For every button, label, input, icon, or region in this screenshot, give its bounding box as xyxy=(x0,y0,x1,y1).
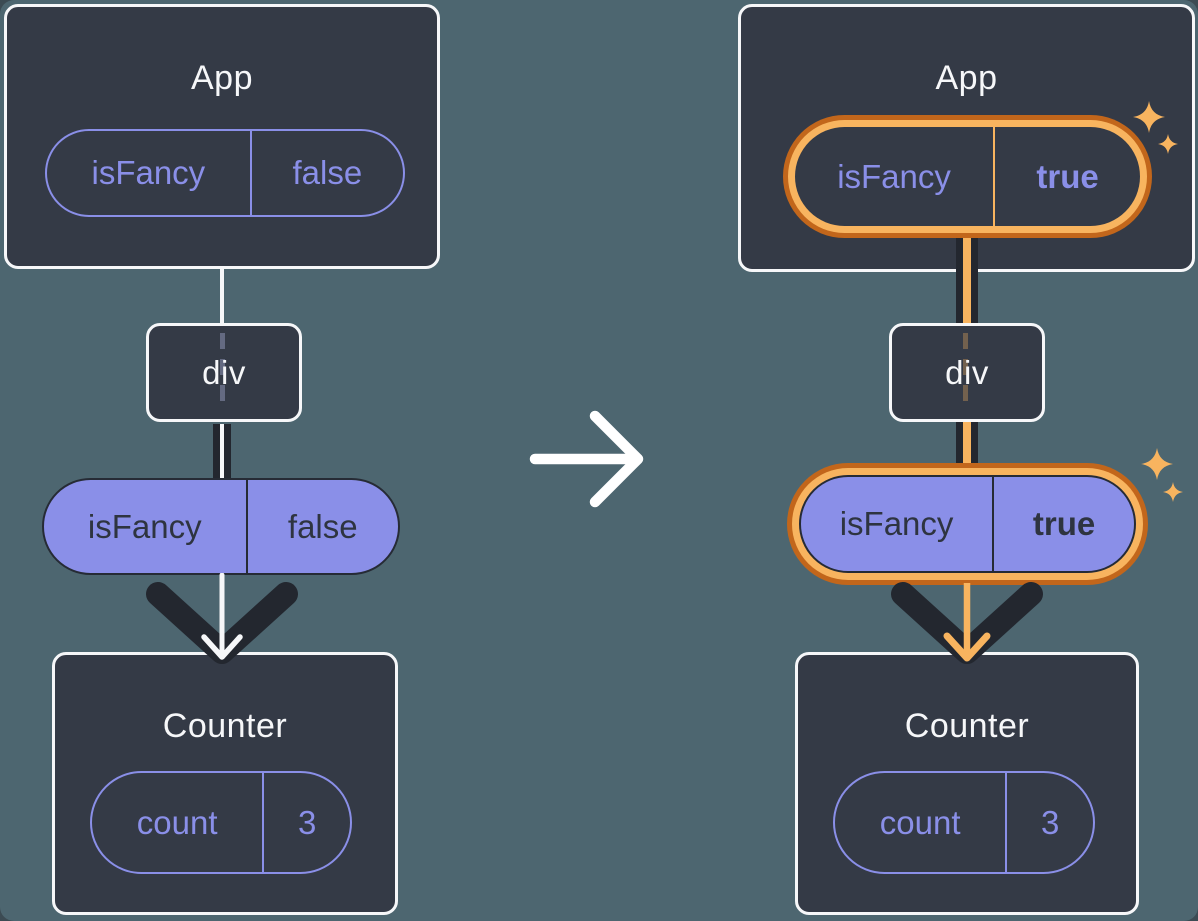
right-div-label: div xyxy=(945,354,989,391)
left-counter-title: Counter xyxy=(162,707,288,745)
right-prop-value: true xyxy=(1032,505,1096,542)
sparkle-icon xyxy=(1158,134,1178,154)
right-app-state-value: true xyxy=(1036,157,1099,195)
left-app-state-value: false xyxy=(292,154,363,191)
left-prop-pill: isFancy false xyxy=(42,478,400,575)
left-counter-state-name: count xyxy=(92,773,265,872)
left-app-state-name: isFancy xyxy=(47,131,252,215)
right-app-state-pill-glow: isFancy true xyxy=(788,120,1147,233)
left-counter-state-pill: count 3 xyxy=(90,771,352,874)
sparkle-icon xyxy=(1141,448,1173,480)
left-prop-arrow-white xyxy=(201,573,243,660)
left-app-state-pill: isFancy false xyxy=(45,129,405,217)
right-app-state-pill: isFancy true xyxy=(795,127,1140,226)
right-prop-pill: isFancy true xyxy=(799,475,1136,573)
left-div-node-box: div xyxy=(146,323,302,422)
left-counter-state-value: 3 xyxy=(297,803,317,841)
left-div-label: div xyxy=(202,354,246,391)
right-counter-title: Counter xyxy=(904,707,1030,745)
right-connector-div-prop-orange xyxy=(963,421,971,481)
right-connector-app-div-orange xyxy=(963,236,971,323)
transition-right-arrow-icon xyxy=(529,410,644,508)
right-counter-state-pill: count 3 xyxy=(833,771,1095,874)
right-prop-pill-highlight: isFancy true xyxy=(787,463,1148,585)
right-div-ghost-line xyxy=(963,333,968,411)
left-prop-value: false xyxy=(287,507,358,545)
right-app-state-pill-highlight: isFancy true xyxy=(783,115,1152,238)
right-counter-state-value: 3 xyxy=(1040,803,1060,841)
right-app-title: App xyxy=(935,59,998,97)
right-prop-arrow-orange xyxy=(943,583,991,662)
right-counter-state-name: count xyxy=(835,773,1008,872)
left-div-ghost-line xyxy=(220,333,225,411)
left-connector-app-div xyxy=(219,266,224,325)
right-prop-name: isFancy xyxy=(801,477,995,571)
right-counter-component-box: Counter count 3 xyxy=(795,652,1139,915)
sparkle-icon xyxy=(1163,482,1183,502)
right-prop-pill-glow: isFancy true xyxy=(792,468,1143,580)
left-counter-component-box: Counter count 3 xyxy=(52,652,398,915)
left-app-component-box: App isFancy false xyxy=(4,4,440,269)
left-connector-div-prop-white xyxy=(219,424,225,482)
left-prop-name: isFancy xyxy=(44,480,248,573)
right-div-node-box: div xyxy=(889,323,1045,422)
right-app-state-name: isFancy xyxy=(795,127,996,226)
left-app-title: App xyxy=(191,59,253,97)
sparkle-icon xyxy=(1133,101,1165,133)
